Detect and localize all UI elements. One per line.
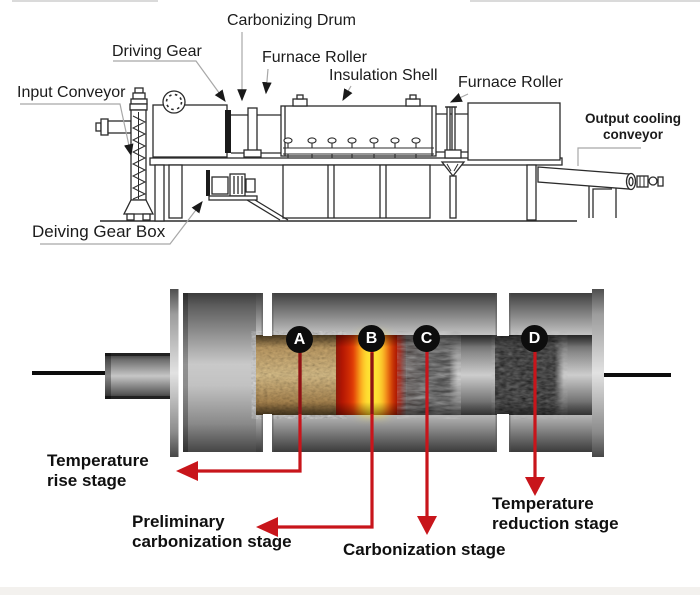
top-edge-line-right [470,0,700,2]
drum-segment-gaps [263,291,509,454]
stage-arrowheads [176,461,545,537]
stage-marker-b: B [358,325,385,352]
technical-drawing [95,87,664,222]
drum-flange-right [592,289,604,457]
label-output-cooling-conveyor: Output cooling conveyor [585,111,681,143]
feed-hopper [152,90,228,158]
label-carbonization-stage: Carbonization stage [343,540,506,559]
machine-frame [149,157,563,222]
input-conveyor-drawing [95,87,155,221]
drum-materials [256,335,592,415]
label-insulation-shell: Insulation Shell [329,67,438,84]
label-temperature-rise-stage: Temperature rise stage [47,451,149,491]
stage-arrows [198,345,537,529]
label-carbonizing-drum: Carbonizing Drum [227,12,356,29]
drum-shell-bottom-band [256,415,592,452]
stage-marker-d: D [521,325,548,352]
carbonizing-drum-front [231,107,281,158]
label-driving-gear: Driving Gear [112,43,202,60]
drum-render [32,289,671,457]
stage-marker-a: A [286,326,313,353]
top-edge-line-left [12,0,158,2]
furnace-roller-post [436,106,468,219]
label-driving-gear-box: Deiving Gear Box [32,222,166,241]
leader-lines [20,32,641,245]
driving-gear-drawing [225,110,231,153]
drum-segment-edges [261,293,511,452]
drum-left-cap [105,353,170,399]
shell-bolts [283,137,421,158]
output-conveyor-drawing [537,166,664,218]
label-furnace-roller-2: Furnace Roller [458,74,563,91]
bottom-edge-strip [0,587,700,595]
insulation-shell-drawing [280,94,437,158]
label-furnace-roller-1: Furnace Roller [262,49,367,66]
stage-marker-c: C [413,325,440,352]
label-temperature-reduction-stage: Temperature reduction stage [492,494,619,534]
drive-gear-box-drawing [206,170,289,221]
label-preliminary-carbonization-stage: Preliminary carbonization stage [132,512,292,552]
label-input-conveyor: Input Conveyor [17,84,126,101]
drum-flange-left [170,289,179,457]
discharge-box [467,102,561,161]
